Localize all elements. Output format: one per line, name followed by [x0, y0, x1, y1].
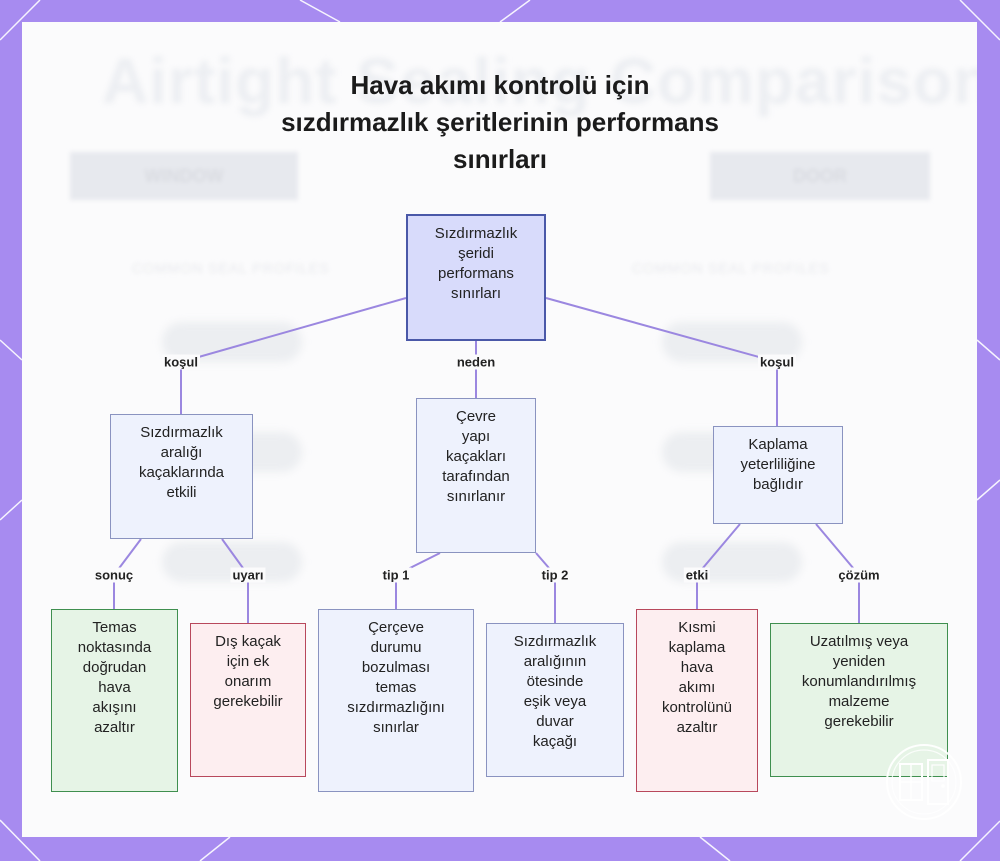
diagram-title: Hava akımı kontrolü için sızdırmazlık şe… [0, 67, 1000, 178]
edge-label-root-right: koşul [758, 354, 796, 370]
edge-right-rl [696, 523, 741, 609]
node-ll-line: hava [98, 679, 131, 696]
node-cr-line: ötesinde [526, 673, 584, 690]
edge-root-left [180, 297, 407, 414]
edge-label-center-cl: tip 1 [380, 567, 412, 583]
node-left-line: etkili [166, 484, 197, 501]
node-ll: Temas noktasında doğrudan hava akışını a… [51, 609, 178, 792]
node-right-line: bağlıdır [752, 476, 804, 493]
node-ll-line: doğrudan [82, 659, 147, 676]
edge-label-center-cr: tip 2 [539, 567, 571, 583]
node-rr-line: konumlandırılmış [801, 673, 917, 690]
node-ll-line: Temas [92, 619, 137, 636]
edge-label-root-left: koşul [162, 354, 200, 370]
node-rr: Uzatılmış veya yeniden konumlandırılmış … [770, 623, 948, 777]
node-rr-line: Uzatılmış veya [809, 633, 909, 650]
node-root-line: performans [438, 265, 514, 282]
node-center-line: Çevre [455, 408, 496, 425]
background-left-subtitle: COMMON SEAL PROFILES [132, 260, 330, 276]
edge-root-right [545, 297, 778, 426]
node-rl-line: kaplama [668, 639, 726, 656]
node-lr-line: onarım [224, 673, 272, 690]
node-rr-line: gerekebilir [824, 713, 894, 730]
node-center: Çevre yapı kaçakları tarafından sınırlan… [416, 398, 536, 553]
node-rl-line: Kısmi [678, 619, 716, 636]
node-right-line: Kaplama [748, 436, 808, 453]
node-center-line: sınırlanır [446, 488, 506, 505]
node-cl-line: temas [375, 679, 417, 696]
node-rl-line: akımı [678, 679, 716, 696]
title-line-1: Hava akımı kontrolü için [350, 70, 650, 100]
edge-label-right-rl: etki [683, 567, 711, 583]
node-rl-line: azaltır [676, 719, 718, 736]
node-cr-line: duvar [536, 713, 574, 730]
node-ll-line: akışını [92, 699, 137, 716]
node-center-line: kaçakları [445, 448, 507, 465]
node-right-line: yeterliliğine [740, 456, 816, 473]
node-lr-line: Dış kaçak [215, 633, 281, 650]
edge-label-left-lr: uyarı [230, 567, 266, 583]
node-lr-line: gerekebilir [213, 693, 283, 710]
node-cl-line: sızdırmazlığını [347, 699, 445, 716]
node-cl: Çerçeve durumu bozulması temas sızdırmaz… [318, 609, 474, 792]
node-rr-line: yeniden [832, 653, 886, 670]
node-left: Sızdırmazlık aralığı kaçaklarında etkili [110, 414, 253, 539]
node-cr-line: Sızdırmazlık [513, 633, 597, 650]
node-ll-line: azaltır [94, 719, 135, 736]
node-rl-line: kontrolünü [661, 699, 733, 716]
node-cl-line: durumu [370, 639, 422, 656]
node-cl-line: bozulması [361, 659, 431, 676]
node-ll-line: noktasında [77, 639, 152, 656]
title-line-2: sızdırmazlık şeritlerinin performans [281, 107, 719, 137]
node-center-line: tarafından [442, 468, 510, 485]
node-rl-line: hava [680, 659, 714, 676]
node-left-line: aralığı [160, 444, 203, 461]
window-door-icon [886, 744, 962, 820]
node-root-line: şeridi [458, 245, 494, 262]
background-ghost-title: Airtight Sealing Comparison [102, 45, 977, 117]
node-rl: Kısmi kaplama hava akımı kontrolünü azal… [636, 609, 758, 792]
node-root-line: Sızdırmazlık [434, 225, 518, 242]
node-left-line: kaçaklarında [138, 464, 225, 481]
edge-label-root-center: neden [454, 354, 498, 370]
node-rr-line: malzeme [828, 693, 890, 710]
node-lr: Dış kaçak için ek onarım gerekebilir [190, 623, 306, 777]
background-window-button: WINDOW [70, 152, 298, 200]
title-line-3: sınırları [453, 144, 547, 174]
edge-label-right-rr: çözüm [836, 567, 882, 583]
node-cl-line: Çerçeve [368, 619, 424, 636]
background-door-button: DOOR [710, 152, 930, 200]
edge-center-cr [535, 552, 556, 623]
node-root-line: sınırları [450, 285, 501, 302]
node-root: Sızdırmazlık şeridi performans sınırları [406, 214, 546, 341]
node-center-line: yapı [461, 428, 491, 445]
node-cr-line: kaçağı [532, 733, 578, 750]
node-cl-line: sınırlar [373, 719, 419, 736]
node-cr-line: aralığının [523, 653, 587, 670]
background-right-subtitle: COMMON SEAL PROFILES [632, 260, 830, 276]
node-cr: Sızdırmazlık aralığının ötesinde eşik ve… [486, 623, 624, 777]
node-left-line: Sızdırmazlık [140, 424, 223, 441]
node-cr-line: eşik veya [523, 693, 587, 710]
node-lr-line: için ek [226, 653, 270, 670]
edge-label-left-ll: sonuç [92, 567, 136, 583]
node-right: Kaplama yeterliliğine bağlıdır [713, 426, 843, 524]
